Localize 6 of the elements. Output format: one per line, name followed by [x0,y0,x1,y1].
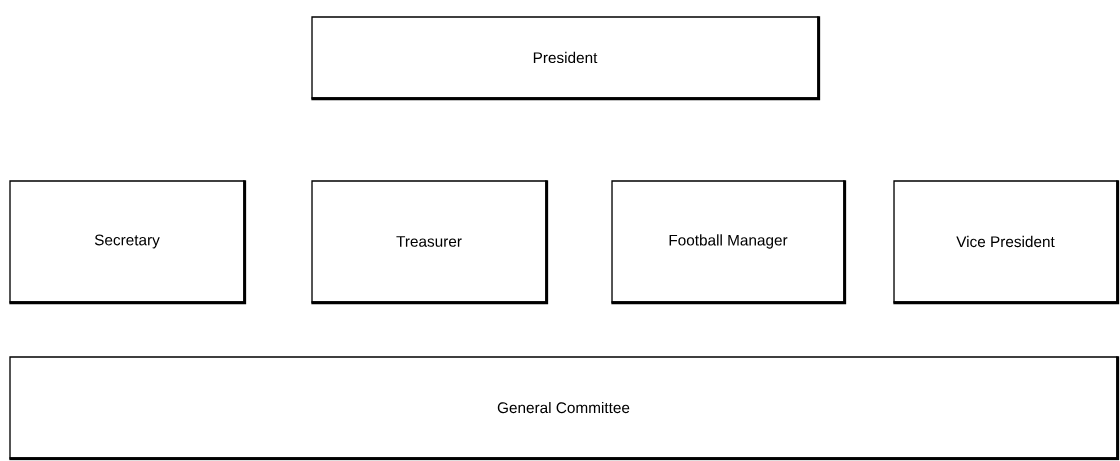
role-box: Football Manager [611,180,847,305]
role-box: Secretary [9,180,247,305]
role-box: Vice President [893,180,1120,305]
role-box: President [311,16,821,101]
role-box: General Committee [9,356,1120,461]
role-box: Treasurer [311,180,549,305]
